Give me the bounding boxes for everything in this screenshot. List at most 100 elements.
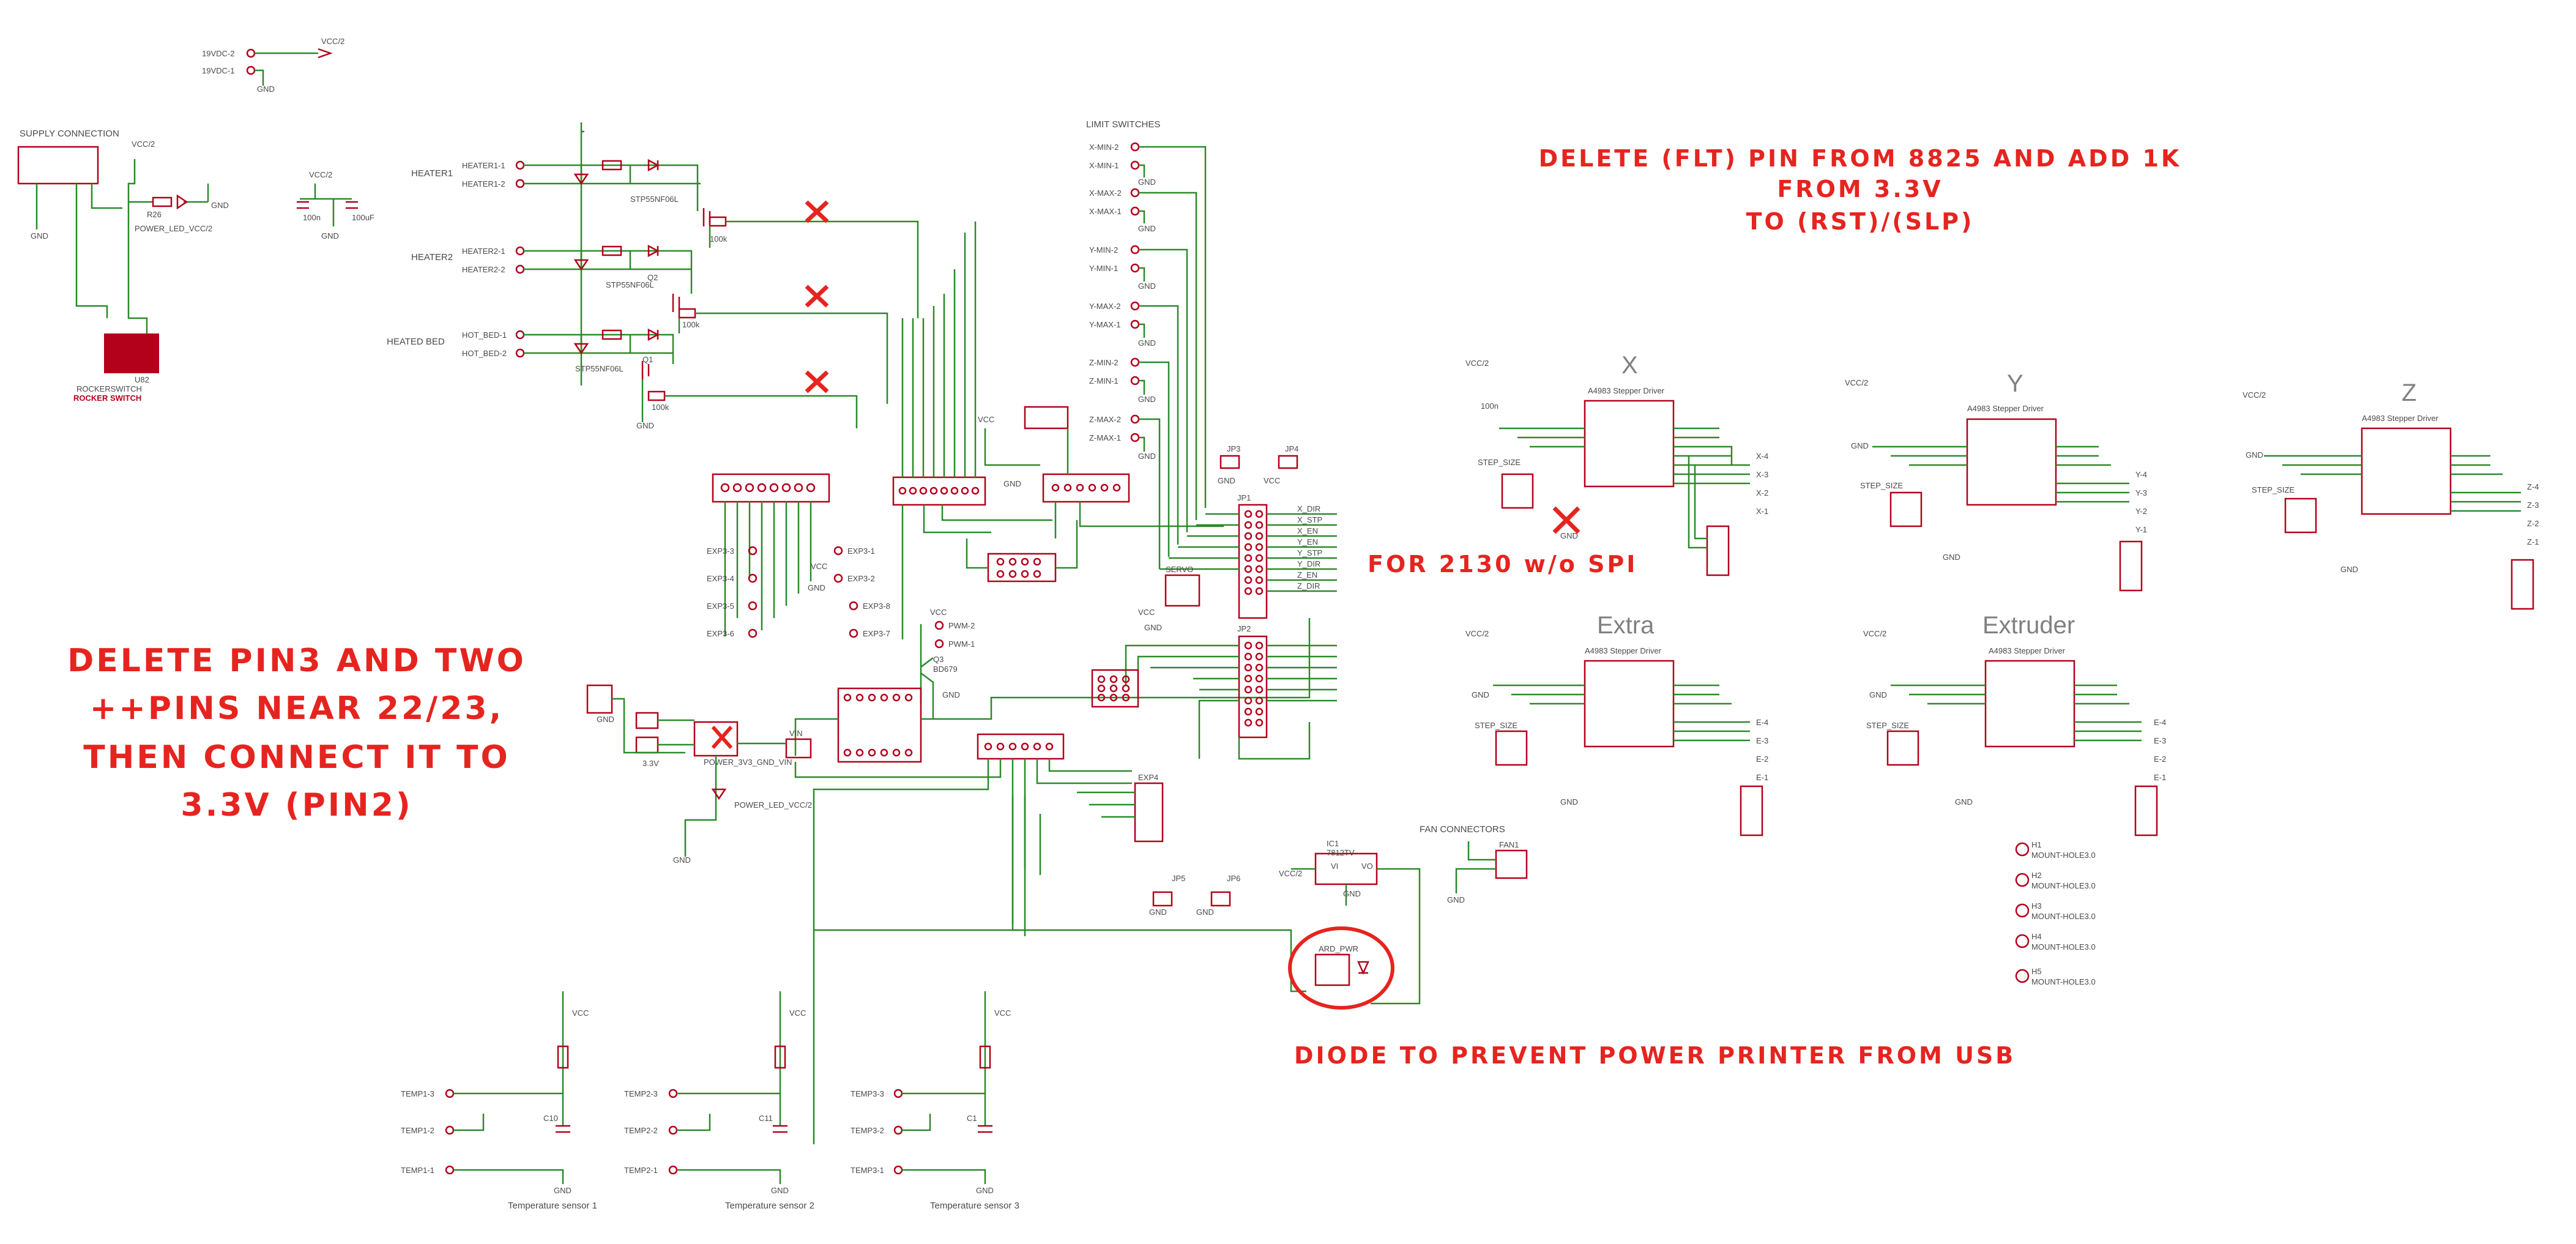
svg-text:GND: GND	[942, 690, 960, 699]
axis-x-title: X	[1621, 352, 1638, 379]
svg-text:E-1: E-1	[1756, 773, 1768, 782]
svg-text:STP55NF06L: STP55NF06L	[606, 280, 654, 289]
regulator-section: EXP4 IC1 7812TV VI VO VCC/2 GND JP5 JP6 …	[814, 773, 1421, 1010]
svg-text:GND: GND	[1138, 395, 1156, 404]
pin-note-line1: DELETE PIN3 AND TWO	[67, 642, 526, 679]
pin-note-line3: THEN CONNECT IT TO	[83, 739, 510, 776]
svg-text:A4983 Stepper Driver: A4983 Stepper Driver	[2362, 414, 2439, 423]
svg-text:EXP4: EXP4	[1138, 773, 1158, 782]
svg-text:STEP_SIZE: STEP_SIZE	[1860, 481, 1903, 490]
svg-text:HEATER2-1: HEATER2-1	[462, 247, 505, 256]
svg-text:PWM-1: PWM-1	[948, 639, 975, 649]
svg-text:H4: H4	[2031, 932, 2042, 941]
svg-text:STEP_SIZE: STEP_SIZE	[2252, 485, 2295, 494]
svg-text:TEMP2-3: TEMP2-3	[624, 1089, 658, 1098]
svg-text:X-2: X-2	[1756, 488, 1768, 497]
svg-text:GND: GND	[1472, 690, 1489, 699]
svg-text:E-2: E-2	[2154, 754, 2166, 764]
svg-text:EXP3-6: EXP3-6	[707, 629, 734, 638]
svg-text:TEMP1-2: TEMP1-2	[401, 1126, 434, 1135]
svg-text:BD679: BD679	[933, 665, 958, 674]
svg-text:Z-MIN-2: Z-MIN-2	[1089, 358, 1119, 367]
svg-text:PWM-2: PWM-2	[948, 621, 975, 630]
svg-text:ARD_PWR: ARD_PWR	[1319, 944, 1358, 953]
svg-text:GND: GND	[636, 421, 654, 430]
svg-text:GND: GND	[1003, 479, 1021, 488]
svg-text:VCC/2: VCC/2	[132, 140, 155, 149]
power-input: 19VDC-2 19VDC-1 VCC/2 GND	[202, 37, 344, 94]
axis-extruder-title: Extruder	[1982, 612, 2075, 639]
svg-text:VCC: VCC	[994, 1008, 1011, 1018]
svg-text:Y-1: Y-1	[2135, 525, 2147, 534]
svg-text:Z-MIN-1: Z-MIN-1	[1089, 376, 1119, 385]
svg-text:GND: GND	[2340, 565, 2358, 574]
svg-text:MOUNT-HOLE3.0: MOUNT-HOLE3.0	[2031, 881, 2096, 890]
axis-extra-title: Extra	[1597, 612, 1655, 639]
svg-text:HEATER1-2: HEATER1-2	[462, 179, 505, 188]
svg-text:VCC: VCC	[789, 1008, 806, 1018]
svg-text:Y-MIN-2: Y-MIN-2	[1089, 245, 1118, 255]
svg-text:VCC: VCC	[811, 562, 827, 571]
svg-text:100n: 100n	[303, 213, 321, 222]
svg-text:VCC/2: VCC/2	[1279, 869, 1302, 878]
svg-text:GND: GND	[554, 1186, 571, 1195]
limit-switches: LIMIT SWITCHES X-MIN-2 X-MIN-1 X-MAX-2 X…	[1086, 119, 1207, 569]
svg-text:IC1: IC1	[1327, 839, 1339, 848]
svg-text:U82: U82	[135, 375, 149, 384]
svg-text:GND: GND	[2246, 450, 2263, 460]
svg-text:HOT_BED-1: HOT_BED-1	[462, 330, 507, 340]
heater2-title: HEATER2	[411, 252, 453, 263]
svg-text:X_EN: X_EN	[1297, 526, 1318, 535]
svg-text:Y-4: Y-4	[2135, 470, 2147, 479]
pin-note-line2: ++PINS NEAR 22/23,	[90, 690, 504, 727]
svg-text:Q3: Q3	[933, 655, 944, 664]
svg-text:EXP3-5: EXP3-5	[707, 602, 734, 611]
svg-text:GND: GND	[976, 1186, 994, 1195]
svg-text:H5: H5	[2031, 967, 2042, 976]
svg-text:X-MIN-2: X-MIN-2	[1089, 143, 1119, 152]
svg-text:FAN1: FAN1	[1499, 840, 1519, 849]
flt-note-line2: FROM 3.3V	[1777, 176, 1943, 203]
svg-text:GND: GND	[1869, 690, 1887, 699]
svg-text:GND: GND	[1138, 338, 1156, 348]
svg-text:Z_DIR: Z_DIR	[1297, 581, 1320, 590]
svg-text:100k: 100k	[652, 403, 669, 412]
cross-mark-2	[805, 285, 829, 308]
svg-text:Z-3: Z-3	[2527, 501, 2539, 510]
svg-text:E-2: E-2	[1756, 754, 1768, 764]
heater-section: HEATER1 HEATER2 HEATED BED HEATER1-1 HEA…	[387, 122, 919, 430]
svg-text:GND: GND	[1560, 531, 1578, 540]
svg-text:MOUNT-HOLE3.0: MOUNT-HOLE3.0	[2031, 912, 2096, 921]
cross-mark-4	[711, 726, 733, 749]
svg-text:TEMP2-2: TEMP2-2	[624, 1126, 658, 1135]
svg-text:VCC/2: VCC/2	[1465, 629, 1489, 638]
supply-connection: SUPPLY CONNECTION GND ROCKERSWITCH ROCKE…	[17, 128, 229, 403]
flt-note-line3: TO (RST)/(SLP)	[1746, 208, 1975, 235]
svg-text:HEATER1-1: HEATER1-1	[462, 161, 505, 170]
svg-text:C10: C10	[543, 1114, 558, 1123]
svg-text:100n: 100n	[1481, 401, 1498, 411]
svg-text:VO: VO	[1361, 862, 1373, 871]
svg-text:X-MAX-1: X-MAX-1	[1089, 207, 1122, 216]
svg-text:H1: H1	[2031, 840, 2042, 849]
svg-text:GND: GND	[1149, 907, 1167, 917]
svg-text:ROCKER SWITCH: ROCKER SWITCH	[73, 393, 141, 403]
svg-text:TEMP1-1: TEMP1-1	[401, 1166, 434, 1175]
svg-text:GND: GND	[1196, 907, 1214, 917]
svg-text:EXP3-4: EXP3-4	[707, 574, 734, 583]
svg-text:POWER_LED_VCC/2: POWER_LED_VCC/2	[734, 800, 812, 810]
svg-text:GND: GND	[771, 1186, 789, 1195]
flt-note-line1: DELETE (FLT) PIN FROM 8825 AND ADD 1K	[1539, 145, 2182, 172]
svg-text:SERVO: SERVO	[1166, 565, 1193, 574]
svg-text:Z-MAX-2: Z-MAX-2	[1089, 415, 1121, 424]
svg-text:Y_DIR: Y_DIR	[1297, 559, 1320, 568]
svg-text:JP3: JP3	[1227, 444, 1240, 453]
highlight-circle	[1288, 926, 1394, 1010]
svg-text:X-3: X-3	[1756, 470, 1768, 479]
bulk-caps: VCC/2 100n 100uF GND	[297, 170, 374, 240]
svg-text:GND: GND	[1218, 476, 1235, 485]
svg-text:GND: GND	[1943, 553, 1960, 562]
cross-mark-1	[805, 200, 829, 223]
svg-text:E-3: E-3	[1756, 736, 1768, 745]
